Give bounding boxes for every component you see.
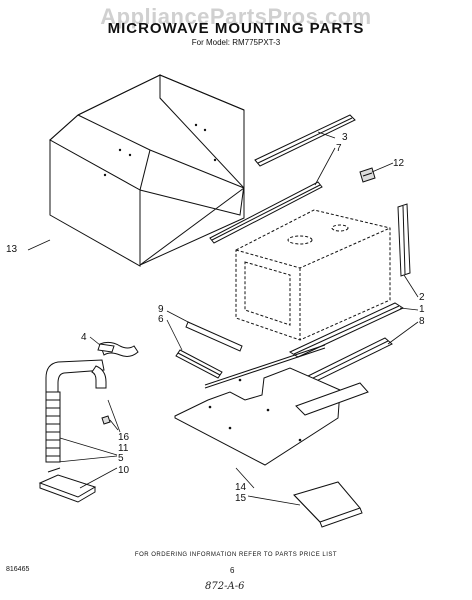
ordering-note: FOR ORDERING INFORMATION REFER TO PARTS …: [134, 552, 338, 558]
callout-8: 8: [419, 316, 425, 327]
page-number: 6: [230, 566, 235, 575]
sheet-part-number: 816465: [6, 566, 30, 573]
part-7-rail: [209, 181, 323, 244]
part-2-side-trim: [397, 203, 411, 277]
callout-11: 11: [118, 443, 129, 454]
microwave-outline: [235, 209, 391, 341]
part-12-clip: [359, 167, 376, 183]
part-11-screw: [101, 415, 111, 425]
watermark: AppliancePartsPros.com: [100, 4, 372, 29]
part-15-bracket: [293, 481, 363, 528]
callout-7: 7: [336, 143, 342, 154]
callout-10: 10: [118, 465, 130, 476]
callout-13: 13: [6, 244, 18, 255]
callout-3: 3: [342, 132, 348, 143]
leader-lines: [27, 131, 419, 506]
part-13-cabinet-box: [49, 74, 245, 267]
callout-16: 16: [118, 432, 130, 443]
callout-6: 6: [158, 314, 164, 325]
part-9-bar: [185, 321, 243, 352]
part-3-top-rail: [254, 114, 356, 167]
callout-14: 14: [235, 482, 247, 493]
callout-9: 9: [158, 304, 164, 315]
model-number: For Model: RM775PXT-3: [191, 38, 281, 47]
callout-2: 2: [419, 292, 425, 303]
part-10-duct-adapter: [38, 467, 97, 503]
diagram-title: MICROWAVE MOUNTING PARTS: [107, 20, 365, 37]
part-14-mounting-plate: [174, 344, 369, 466]
callout-15: 15: [235, 493, 247, 504]
callout-1: 1: [419, 304, 425, 315]
part-1-bottom-trim: [288, 302, 405, 358]
callout-12: 12: [393, 158, 405, 169]
handwritten-note: 872-A-6: [205, 581, 245, 592]
callout-labels: 3 7 12 13 2 1 8 9 6 4 16 11 5 10 14 15: [6, 132, 425, 504]
callout-4: 4: [81, 332, 87, 343]
callout-5: 5: [118, 453, 124, 464]
part-5-flex-duct: [45, 359, 107, 463]
part-6-channel: [175, 349, 223, 379]
part-4-vent-connector: [97, 341, 139, 357]
